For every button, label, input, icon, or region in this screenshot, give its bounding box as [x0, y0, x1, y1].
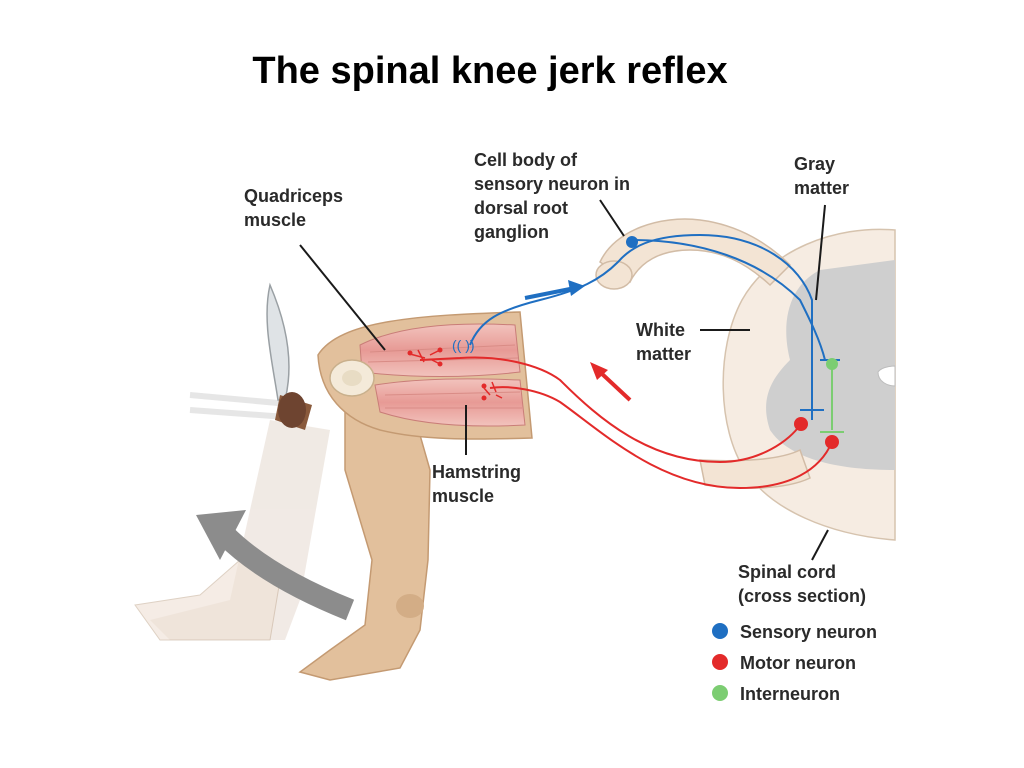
svg-text:Sensory neuron: Sensory neuron — [740, 622, 877, 642]
kick-motion-arrow-icon — [196, 510, 355, 621]
lower-leg — [298, 389, 431, 681]
label-white-matter: White matter — [636, 320, 691, 364]
sensory-neuron-path: (( )) — [452, 233, 840, 420]
interneuron-path — [820, 358, 844, 433]
label-gray-matter: Gray matter — [794, 154, 849, 198]
motor-end-plates-hamstring — [481, 381, 503, 401]
sensory-cell-body — [626, 236, 638, 248]
motor-end-plates-quadriceps — [407, 347, 443, 367]
hamstring-muscle — [374, 378, 526, 427]
interneuron-dot-icon — [712, 685, 728, 701]
page-title: The spinal knee jerk reflex — [252, 50, 728, 92]
svg-text:Interneuron: Interneuron — [740, 684, 840, 704]
label-spinal-cord: Spinal cord (cross section) — [738, 562, 866, 606]
legend-item-interneuron: Interneuron — [712, 684, 840, 704]
knee-joint — [329, 359, 375, 397]
motor-dot-icon — [712, 654, 728, 670]
label-quadriceps: Quadriceps muscle — [244, 186, 348, 230]
spinal-cord — [722, 228, 896, 541]
legend-item-motor: Motor neuron — [712, 653, 856, 673]
legend-item-sensory: Sensory neuron — [712, 622, 877, 642]
signal-arrows — [524, 280, 632, 402]
leader-lines — [299, 199, 829, 561]
diagram-labels: Quadriceps muscle Cell body of sensory n… — [244, 150, 866, 606]
dorsal-root — [595, 218, 792, 290]
sensory-dot-icon — [712, 623, 728, 639]
legend: Sensory neuron Motor neuron Interneuron — [712, 622, 877, 704]
reflex-hammer — [266, 282, 312, 430]
svg-text:Motor neuron: Motor neuron — [740, 653, 856, 673]
svg-text:(( )): (( )) — [452, 337, 475, 353]
label-cell-body: Cell body of sensory neuron in dorsal ro… — [474, 150, 635, 242]
label-hamstring: Hamstring muscle — [432, 462, 526, 506]
motor-neuron-path — [407, 347, 839, 490]
